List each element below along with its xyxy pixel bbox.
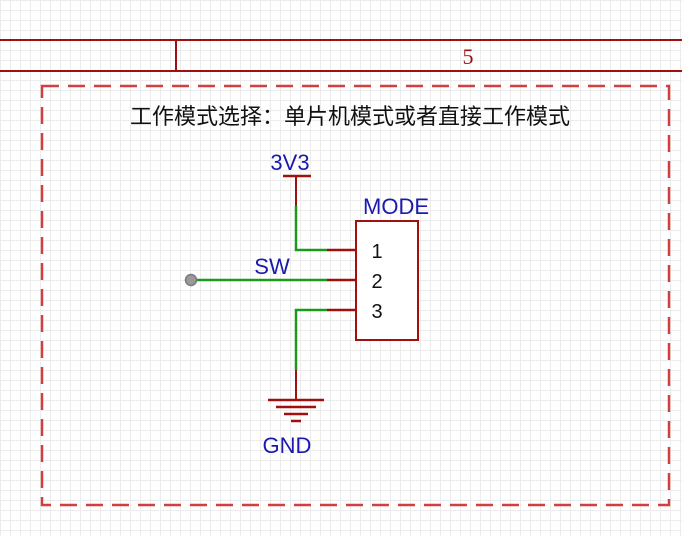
wire-terminal-dot[interactable] [184, 273, 198, 287]
sheet-frame: 5 [0, 39, 682, 72]
wire-gnd-pin3[interactable] [294, 308, 327, 370]
component-body [355, 220, 419, 341]
component-pins [327, 248, 356, 312]
ground-symbol[interactable]: GND [263, 370, 324, 458]
mode-connector[interactable]: MODE 1 2 3 [355, 194, 429, 341]
signal-net-label: SW [254, 254, 290, 279]
power-symbol-3v3[interactable]: 3V3 [270, 150, 311, 206]
frame-column-number: 5 [463, 44, 474, 69]
wires [195, 206, 327, 370]
pin-2-label: 2 [371, 271, 382, 293]
pin-1-label: 1 [371, 241, 382, 263]
wire-3v3-pin1[interactable] [294, 206, 327, 252]
pin-3-label: 3 [371, 301, 382, 323]
dashed-region-box[interactable] [40, 84, 671, 507]
ground-net-label: GND [263, 433, 312, 458]
power-net-label: 3V3 [270, 150, 309, 175]
region-title: 工作模式选择：单片机模式或者直接工作模式 [130, 105, 570, 130]
component-designator: MODE [363, 194, 429, 219]
